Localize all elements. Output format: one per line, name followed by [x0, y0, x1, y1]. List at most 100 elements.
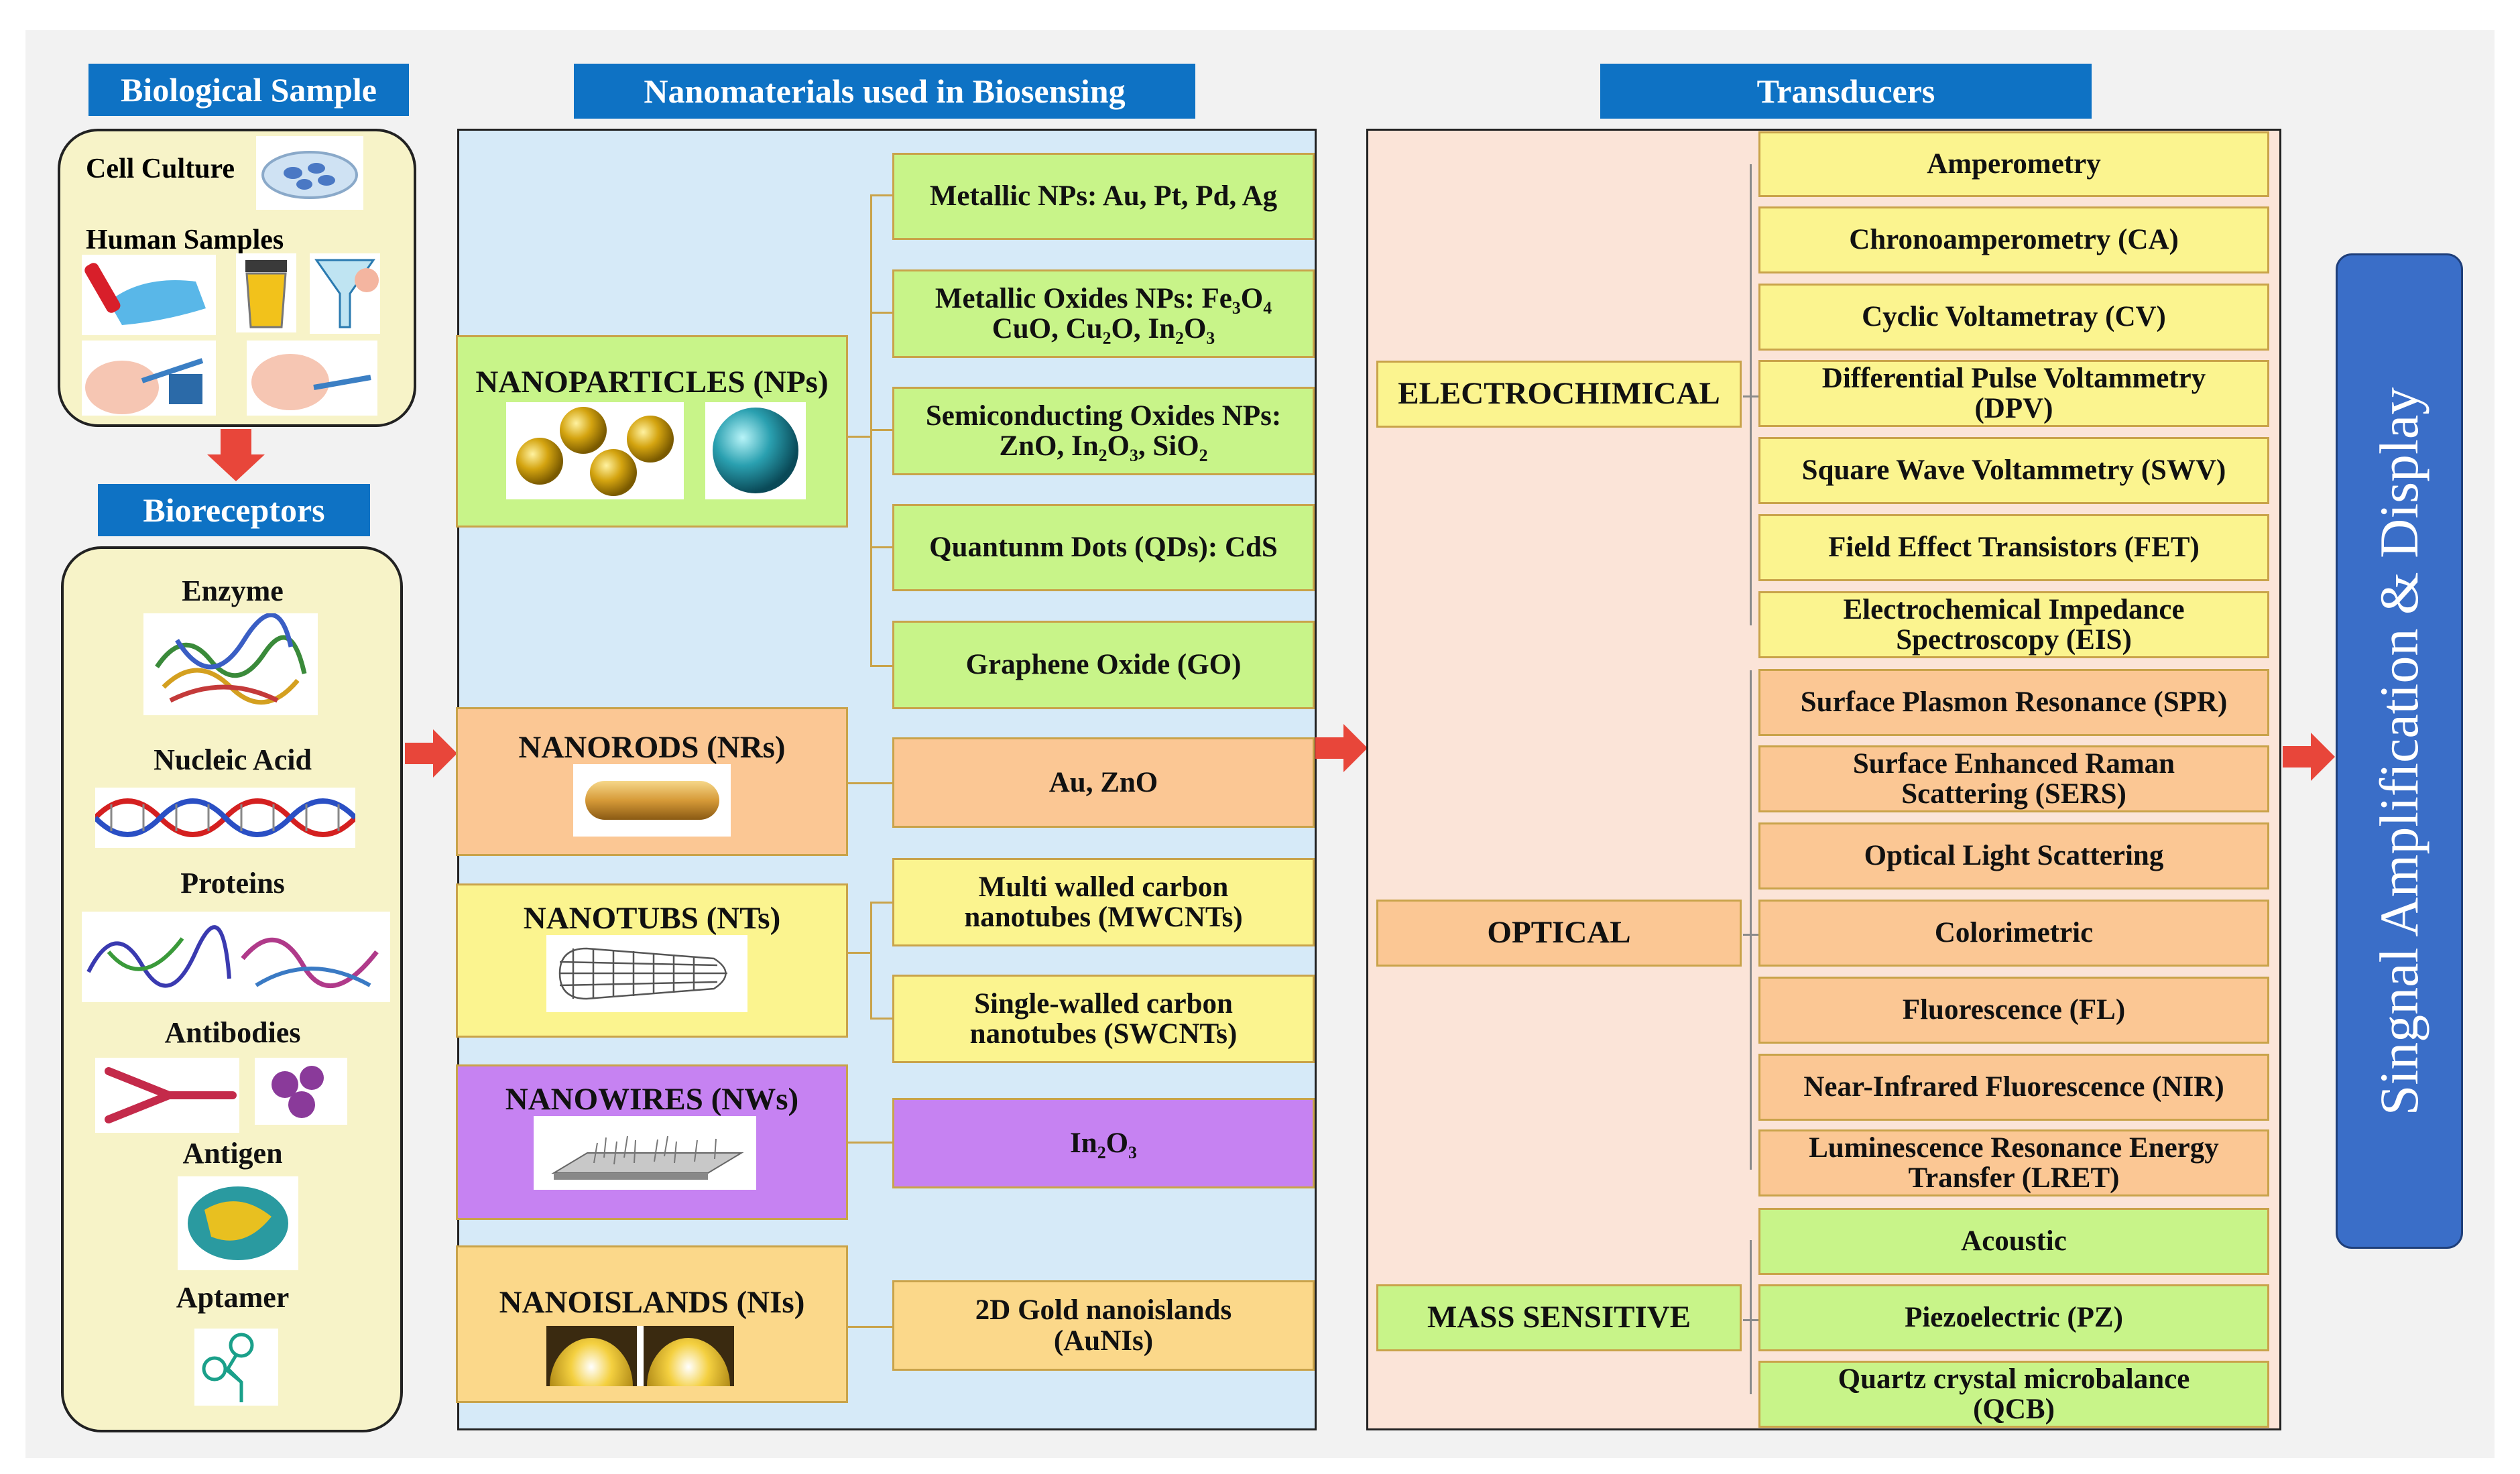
gloved-hand-tube-icon — [82, 255, 216, 335]
item-dpv: Differential Pulse Voltammetry (DPV) — [1758, 360, 2269, 427]
petri-dish-icon — [256, 136, 363, 210]
item-semiconducting-oxides-line2: ZnO, In₂O₃, SiO₂ — [999, 430, 1208, 462]
item-graphene-oxide: Graphene Oxide (GO) — [892, 621, 1315, 709]
category-electrochemical: ELECTROCHIMICAL — [1376, 361, 1742, 428]
item-mwcnts-line1: Multi walled carbon — [978, 871, 1229, 903]
item-sers-line1: Surface Enhanced Raman — [1852, 747, 2175, 780]
item-piezoelectric: Piezoelectric (PZ) — [1758, 1284, 2269, 1351]
item-lret: Luminescence Resonance Energy Transfer (… — [1758, 1129, 2269, 1196]
connector — [870, 429, 892, 431]
antibody-molecule-icon — [255, 1058, 347, 1125]
connector — [846, 1326, 892, 1328]
item-eis-line2: Spectroscopy (EIS) — [1896, 624, 2132, 656]
item-fluorescence: Fluorescence (FL) — [1758, 977, 2269, 1044]
connector — [870, 312, 892, 314]
right-arrow-icon — [1315, 724, 1368, 772]
bioreceptor-nucleic-acid-label: Nucleic Acid — [154, 743, 312, 776]
item-metallic-oxides: Metallic Oxides NPs: Fe₃O₄ CuO, Cu₂O, In… — [892, 269, 1315, 358]
down-arrow-icon — [207, 429, 265, 481]
right-arrow-icon — [405, 729, 457, 778]
item-colorimetric: Colorimetric — [1758, 900, 2269, 967]
bioreceptor-antigen-label: Antigen — [182, 1137, 283, 1170]
bioreceptor-antibodies-label: Antibodies — [164, 1016, 301, 1049]
dna-helix-icon — [95, 788, 355, 848]
signal-amplification-display-label: Singnal Amplification & Display — [2368, 387, 2429, 1115]
protein-structures-icon — [82, 912, 390, 1002]
right-arrow-icon — [2283, 733, 2335, 781]
nasal-swab-icon — [82, 341, 216, 416]
item-lret-line1: Luminescence Resonance Energy — [1809, 1131, 2219, 1164]
item-metallic-oxides-line2: CuO, Cu₂O, In₂O₃ — [992, 313, 1215, 345]
item-qcm-line2: (QCB) — [1973, 1394, 2055, 1425]
teal-nanoparticle-icon — [705, 402, 806, 499]
connector — [1750, 1240, 1752, 1394]
category-optical: OPTICAL — [1376, 900, 1742, 967]
item-sers: Surface Enhanced Raman Scattering (SERS) — [1758, 745, 2269, 812]
category-nanotubes-label: NANOTUBS (NTs) — [523, 901, 781, 936]
signal-amplification-display-box: Singnal Amplification & Display — [2336, 253, 2463, 1249]
item-chronoamperometry: Chronoamperometry (CA) — [1758, 206, 2269, 273]
item-gold-nanoislands-line2: (AuNIs) — [1053, 1325, 1154, 1357]
item-semiconducting-oxides-line1: Semiconducting Oxides NPs: — [925, 400, 1282, 432]
item-cyclic-voltammetry: Cyclic Voltametray (CV) — [1758, 284, 2269, 351]
connector — [1750, 164, 1752, 625]
connector — [846, 436, 870, 438]
item-optical-light-scattering: Optical Light Scattering — [1758, 822, 2269, 889]
connector — [870, 902, 872, 1019]
category-nanoparticles-label: NANOPARTICLES (NPs) — [475, 365, 829, 400]
bioreceptor-proteins-label: Proteins — [180, 867, 285, 900]
aptamer-icon — [194, 1329, 278, 1406]
item-fet: Field Effect Transistors (FET) — [1758, 514, 2269, 581]
item-dpv-line2: (DPV) — [1974, 393, 2053, 424]
category-nanorods-label: NANORODS (NRs) — [518, 730, 786, 765]
gold-nanoislands-icon — [546, 1326, 734, 1386]
connector — [846, 1142, 892, 1144]
nanowire-array-icon — [534, 1116, 756, 1190]
category-nanoislands-label: NANOISLANDS (NIs) — [499, 1285, 805, 1320]
item-mwcnts: Multi walled carbon nanotubes (MWCNTs) — [892, 858, 1315, 946]
nanorod-icon — [573, 764, 731, 837]
header-bioreceptors: Bioreceptors — [98, 484, 370, 536]
header-biological-sample: Biological Sample — [88, 64, 409, 116]
item-spr: Surface Plasmon Resonance (SPR) — [1758, 669, 2269, 736]
item-swcnts-line1: Single-walled carbon — [974, 987, 1233, 1020]
item-qcm: Quartz crystal microbalance (QCB) — [1758, 1361, 2269, 1428]
item-swcnts-line2: nanotubes (SWCNTs) — [969, 1018, 1238, 1050]
connector — [846, 782, 892, 784]
item-semiconducting-oxides: Semiconducting Oxides NPs: ZnO, In₂O₃, S… — [892, 387, 1315, 475]
saliva-collection-icon — [310, 253, 380, 334]
enzyme-structure-icon — [143, 613, 318, 715]
urine-cup-icon — [236, 253, 296, 332]
item-gold-nanoislands: 2D Gold nanoislands (AuNIs) — [892, 1280, 1315, 1371]
item-swcnts: Single-walled carbon nanotubes (SWCNTs) — [892, 975, 1315, 1063]
header-transducers: Transducers — [1600, 64, 2092, 119]
item-eis: Electrochemical Impedance Spectroscopy (… — [1758, 591, 2269, 658]
item-mwcnts-line2: nanotubes (MWCNTs) — [964, 902, 1243, 933]
category-mass-sensitive: MASS SENSITIVE — [1376, 1284, 1742, 1351]
antigen-structure-icon — [178, 1176, 298, 1270]
connector — [846, 952, 870, 954]
item-metallic-nps: Metallic NPs: Au, Pt, Pd, Ag — [892, 153, 1315, 240]
item-au-zno: Au, ZnO — [892, 737, 1315, 828]
connector — [870, 665, 892, 667]
carbon-nanotube-icon — [546, 935, 747, 1012]
bioreceptor-enzyme-label: Enzyme — [182, 574, 284, 607]
antibody-y-icon — [95, 1058, 239, 1133]
item-swv: Square Wave Voltammetry (SWV) — [1758, 437, 2269, 504]
connector — [870, 1018, 892, 1020]
human-samples-label: Human Samples — [86, 225, 284, 255]
item-sers-line2: Scattering (SERS) — [1901, 778, 2126, 810]
connector — [870, 546, 892, 548]
oral-swab-icon — [247, 341, 377, 416]
category-nanowires-label: NANOWIRES (NWs) — [505, 1082, 799, 1117]
item-gold-nanoislands-line1: 2D Gold nanoislands — [975, 1294, 1232, 1327]
bioreceptor-aptamer-label: Aptamer — [176, 1281, 290, 1314]
connector — [870, 194, 892, 196]
item-in2o3: In₂O₃ — [892, 1098, 1315, 1188]
item-lret-line2: Transfer (LRET) — [1908, 1162, 2120, 1194]
category-nanowires: NANOWIRES (NWs) — [456, 1064, 848, 1220]
item-eis-line1: Electrochemical Impedance — [1843, 593, 2185, 625]
header-nanomaterials: Nanomaterials used in Biosensing — [574, 64, 1195, 119]
item-dpv-line1: Differential Pulse Voltammetry — [1821, 362, 2206, 394]
item-qcm-line1: Quartz crystal microbalance — [1838, 1363, 2190, 1395]
